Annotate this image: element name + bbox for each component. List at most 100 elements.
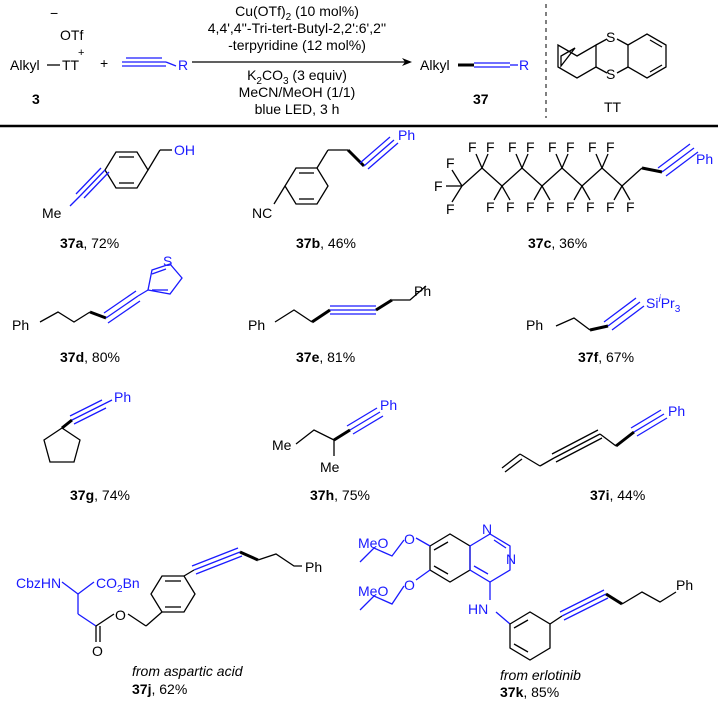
conditions-solvent: MeCN/MeOH (1/1): [239, 84, 356, 100]
reactant-tt-label: TT: [62, 57, 80, 73]
group-hn: HN: [468, 601, 488, 617]
fluorine-atom: F: [508, 139, 517, 155]
group-o-top: O: [404, 531, 415, 547]
product-37g: Ph 37g, 74%: [43, 389, 131, 503]
group-nc: NC: [252, 205, 272, 221]
tt-sulfur-bottom: S: [606, 66, 615, 82]
structure-37c: [446, 143, 699, 203]
structure-37a: [69, 149, 172, 207]
origin-37k: from erlotinib: [500, 667, 581, 683]
product-r-label: R: [519, 57, 529, 73]
product-alkyl-label: Alkyl: [420, 57, 450, 73]
fluorine-atom: F: [588, 139, 597, 155]
fluorine-atom: F: [546, 199, 555, 215]
group-cbzhn: CbzHN: [16, 575, 61, 591]
structure-37b: [273, 136, 399, 205]
label-37k: 37k, 85%: [500, 684, 559, 700]
fluorine-atom: F: [446, 201, 455, 217]
counterion-label: OTf: [60, 27, 83, 43]
group-ph-37b: Ph: [398, 127, 415, 143]
conditions-ligand-2: -terpyridine (12 mol%): [228, 37, 366, 53]
fluorine-atom: F: [468, 139, 477, 155]
fluorine-atom: F: [446, 155, 455, 171]
conditions-ligand-1: 4,4',4''-Tri-tert-Butyl-2,2':6',2'': [208, 20, 386, 36]
structure-37d: [39, 263, 183, 324]
group-si-37f: SiiPr3: [646, 294, 681, 315]
structure-37k: [359, 533, 677, 661]
product-37c: Ph F F F F F F F F F F F F F F F F F F F…: [434, 139, 713, 251]
group-ph-37e-left: Ph: [248, 317, 265, 333]
structure-37h: [295, 407, 384, 456]
group-ph-37g: Ph: [114, 389, 131, 405]
product-37k: MeO O MeO O N N HN Ph from erlotinib 37k…: [358, 521, 693, 700]
fluorine-labels-37c: F F F F F F F F F F F F F F F F F F F: [434, 139, 635, 217]
fluorine-atom: F: [486, 199, 495, 215]
group-ph-37i: Ph: [668, 403, 685, 419]
group-me: Me: [42, 205, 62, 221]
charge-plus: +: [78, 47, 84, 59]
fluorine-atom: F: [526, 199, 535, 215]
structure-37g: [43, 399, 113, 463]
label-37c: 37c, 36%: [528, 235, 587, 251]
group-n-top: N: [482, 521, 492, 537]
fluorine-atom: F: [486, 139, 495, 155]
group-ph-37j: Ph: [305, 559, 322, 575]
product-number: 37: [473, 91, 489, 107]
fluorine-atom: F: [434, 178, 443, 194]
group-meo-top: MeO: [358, 535, 388, 551]
group-ester-o: O: [115, 607, 126, 623]
conditions-light: blue LED, 3 h: [255, 101, 340, 117]
group-co2bn: CO2Bn: [96, 575, 140, 595]
label-37a: 37a, 72%: [60, 235, 119, 251]
label-37d: 37d, 80%: [60, 349, 120, 365]
fluorine-atom: F: [526, 139, 535, 155]
group-ph-37c: Ph: [696, 151, 713, 167]
conditions-base: K2CO3 (3 equiv): [247, 67, 347, 87]
label-37b: 37b, 46%: [296, 235, 356, 251]
group-ph-37e-right: Ph: [414, 283, 431, 299]
structure-37f: [555, 297, 645, 332]
group-ph-37d: Ph: [12, 317, 29, 333]
group-o-bottom: O: [404, 577, 415, 593]
group-me-37h-branch: Me: [320, 459, 340, 475]
fluorine-atom: F: [606, 199, 615, 215]
tt-label: TT: [604, 99, 622, 115]
fluorine-atom: F: [566, 199, 575, 215]
fluorine-atom: F: [586, 199, 595, 215]
group-ph-37h: Ph: [380, 397, 397, 413]
product-37j: CbzHN CO2Bn O O Ph from aspartic acid 37…: [16, 547, 322, 697]
fluorine-atom: F: [626, 199, 635, 215]
terminal-alkyne: R: [122, 57, 188, 73]
group-meo-bottom: MeO: [358, 583, 388, 599]
charge-minus: −: [50, 5, 58, 21]
group-ph-37f: Ph: [526, 317, 543, 333]
conditions-catalyst: Cu(OTf)2 (10 mol%): [235, 3, 359, 23]
fluorine-atom: F: [606, 139, 615, 155]
product-37i: Ph 37i, 44%: [501, 403, 685, 503]
tt-structure: S S: [557, 29, 667, 82]
label-37f: 37f, 67%: [578, 349, 634, 365]
label-37g: 37g, 74%: [70, 487, 130, 503]
structure-37j: [61, 547, 302, 642]
group-ph-37k: Ph: [676, 577, 693, 593]
group-oh: OH: [174, 142, 195, 158]
fluorine-atom: F: [548, 139, 557, 155]
label-37i: 37i, 44%: [590, 487, 645, 503]
product-alkyne: [458, 62, 518, 68]
origin-37j: from aspartic acid: [132, 663, 244, 679]
structure-37i: [501, 409, 668, 473]
scheme-header: − OTf Alkyl TT + 3 + R Cu(OTf)2 (10 mol%…: [0, 3, 718, 128]
structure-37e: [274, 285, 427, 324]
label-37e: 37e, 81%: [296, 349, 355, 365]
product-37d: S Ph 37d, 80%: [12, 253, 183, 365]
product-37h: Ph Me Me 37h, 75%: [272, 397, 397, 503]
product-37e: Ph Ph 37e, 81%: [248, 283, 431, 365]
plus-sign: +: [100, 55, 108, 71]
group-carbonyl-o: O: [92, 643, 103, 659]
fluorine-atom: F: [566, 139, 575, 155]
reactant-alkyl-label: Alkyl: [10, 57, 40, 73]
reactant-number: 3: [32, 91, 40, 107]
label-37j: 37j, 62%: [132, 681, 187, 697]
alkyne-r-label: R: [178, 57, 188, 73]
